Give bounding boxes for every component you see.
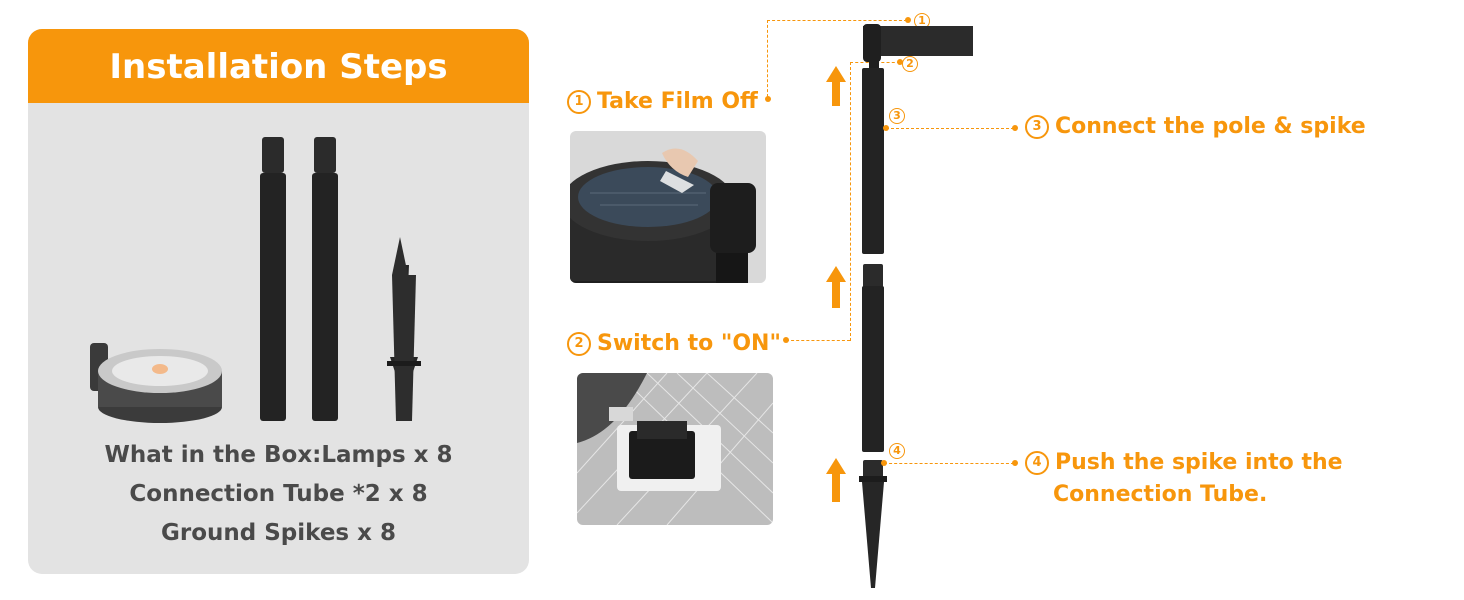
lamp-head-image <box>90 343 222 423</box>
marker-2: 2 <box>902 56 918 72</box>
switch-on-photo <box>577 373 773 525</box>
ground-spike-image <box>387 237 421 421</box>
assembled-lamp-head <box>863 24 973 68</box>
box-contents-lamps: What in the Box:Lamps x 8 <box>104 442 453 468</box>
marker-3: 3 <box>889 108 905 124</box>
take-film-off-photo <box>570 131 766 283</box>
assembly-diagram <box>826 24 973 588</box>
marker-4: 4 <box>889 443 905 459</box>
connection-tube-image-1 <box>260 137 286 421</box>
assembled-lower-tube <box>862 286 884 452</box>
whats-in-box-card: Installation Steps Wha <box>28 29 529 574</box>
box-contents-spikes: Ground Spikes x 8 <box>161 520 396 546</box>
card-title: Installation Steps <box>28 29 529 103</box>
box-contents-tubes: Connection Tube *2 x 8 <box>129 481 428 507</box>
step-4-label-line2: Connection Tube. <box>1053 482 1268 507</box>
product-parts-illustration <box>90 137 421 423</box>
connection-tube-image-2 <box>312 137 338 421</box>
assembled-upper-tube <box>862 68 884 254</box>
up-arrow-icons <box>826 66 846 502</box>
assembled-spike <box>859 460 887 588</box>
